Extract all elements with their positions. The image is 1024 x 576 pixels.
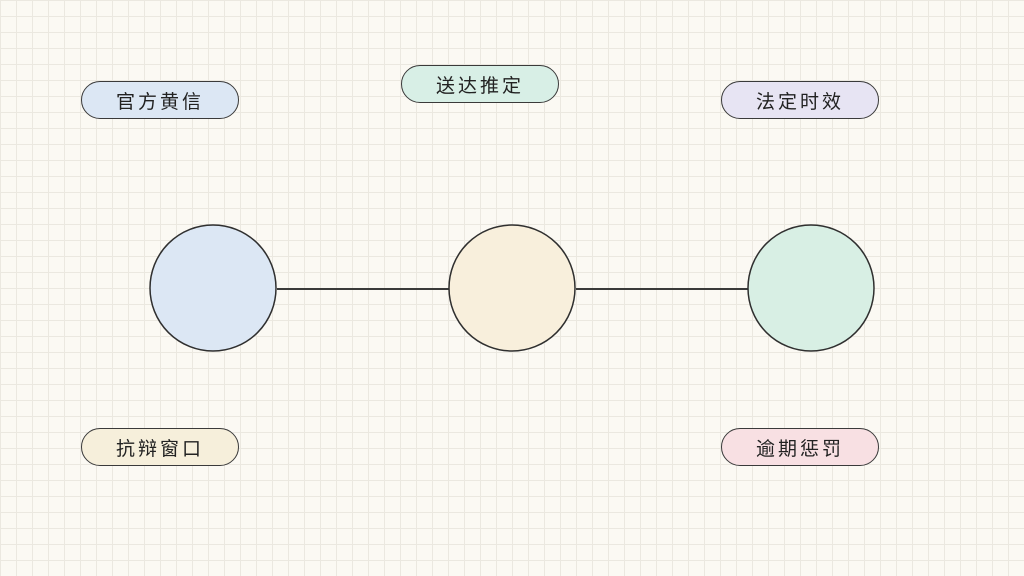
node-circle-green: [747, 224, 875, 352]
label-defense-window: 抗辩窗口: [81, 428, 239, 466]
node-circle-yellow: [448, 224, 576, 352]
label-official-letter: 官方黄信: [81, 81, 239, 119]
label-statutory-limitation: 法定时效: [721, 81, 879, 119]
label-service-presumption: 送达推定: [401, 65, 559, 103]
node-circle-blue: [149, 224, 277, 352]
label-overdue-penalty: 逾期惩罚: [721, 428, 879, 466]
